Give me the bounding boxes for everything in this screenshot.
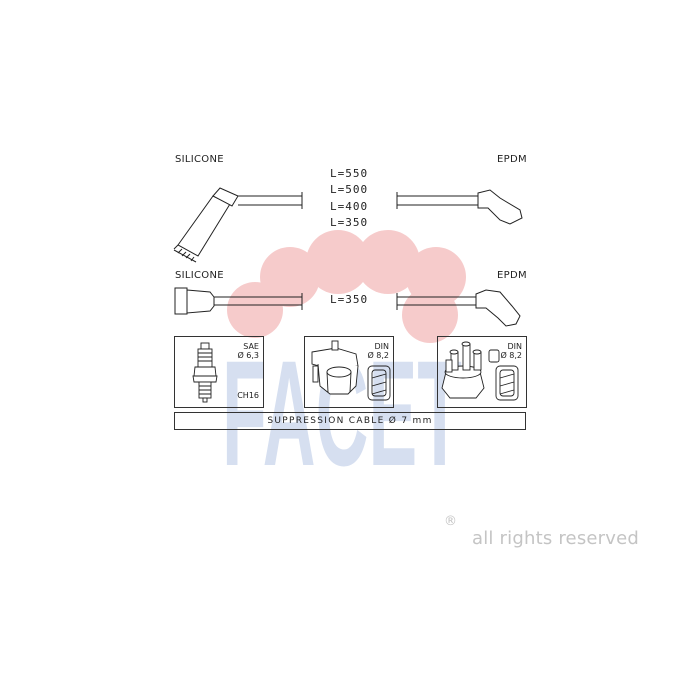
coil-standard: DIN xyxy=(374,342,389,351)
spark-plug-standard: SAE xyxy=(243,342,259,351)
bottom-left-silicone-boot xyxy=(174,287,303,315)
length-label: L=400 xyxy=(330,200,369,213)
coil-din-terminal-drawing xyxy=(367,365,391,401)
bottom-right-epdm-boot xyxy=(396,289,521,327)
length-label: L=350 xyxy=(330,216,369,229)
distributor-cap-drawing xyxy=(441,341,485,399)
distributor-din-terminal-drawing xyxy=(488,349,519,401)
length-label: L=500 xyxy=(330,183,369,196)
spark-plug-code: CH16 xyxy=(237,391,259,400)
top-right-epdm-boot xyxy=(396,189,523,225)
top-left-material-label: SILICONE xyxy=(175,154,224,165)
coil-spec-box: DIN Ø 8,2 xyxy=(304,336,394,408)
suppression-cable-label: SUPPRESSION CABLE Ø 7 mm xyxy=(174,412,526,430)
bottom-length-label: L=350 xyxy=(330,293,369,306)
copyright-text: all rights reserved xyxy=(472,528,640,549)
distributor-spec-box: DIN Ø 8,2 xyxy=(437,336,527,408)
distributor-diameter: Ø 8,2 xyxy=(500,351,522,360)
spark-plug-spec-box: SAE Ø 6,3 CH16 xyxy=(174,336,264,408)
spark-plug-diameter: Ø 6,3 xyxy=(237,351,259,360)
registered-symbol: ® xyxy=(444,514,457,529)
spark-plug-drawing xyxy=(192,342,218,403)
ignition-coil-drawing xyxy=(311,340,359,395)
bottom-right-material-label: EPDM xyxy=(497,270,527,281)
top-right-material-label: EPDM xyxy=(497,154,527,165)
top-left-silicone-boot xyxy=(173,187,303,263)
coil-diameter: Ø 8,2 xyxy=(367,351,389,360)
bottom-left-material-label: SILICONE xyxy=(175,270,224,281)
length-label: L=550 xyxy=(330,167,369,180)
distributor-standard: DIN xyxy=(507,342,522,351)
